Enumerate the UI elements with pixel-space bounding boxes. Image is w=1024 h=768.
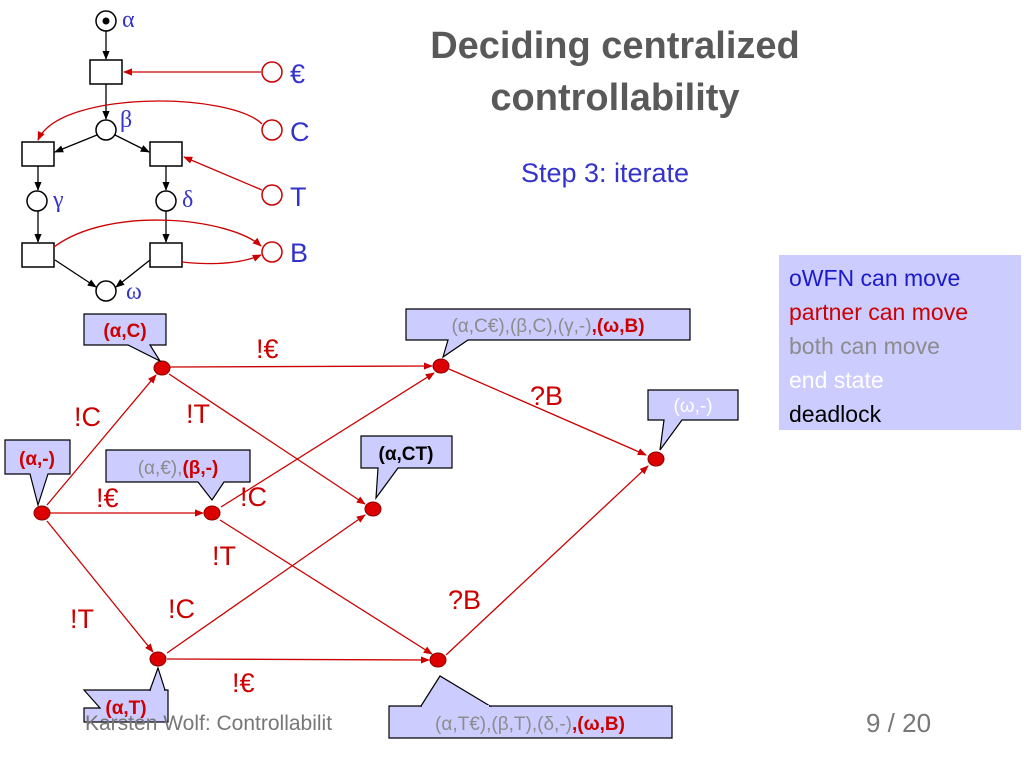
interface-place-t (261, 184, 283, 206)
edge-label-start-alpha-t: !T (70, 604, 94, 634)
edge-label-start-alpha-euro: !€ (96, 483, 119, 513)
callout-alpha-teuro-text-part2: ,(ω,B) (572, 714, 625, 735)
legend-item-end-state: end state (789, 367, 884, 393)
label-interface-c: C (290, 117, 310, 147)
state-node-alpha-ceuro (432, 358, 450, 374)
legend-item-partner: partner can move (789, 299, 968, 325)
edge-label-alpha-t-ct: !C (168, 594, 195, 624)
interface-place-b (261, 241, 283, 263)
place-gamma (26, 190, 48, 212)
state-node-alpha-euro (203, 505, 221, 521)
legend-item-both: both can move (789, 333, 940, 359)
edge-label-alpha-c-ceuro: !€ (256, 334, 279, 364)
callout-alpha-euro-text-part2: (β,-) (182, 458, 218, 479)
label-gamma: γ (52, 187, 64, 213)
transition-t2 (21, 141, 55, 167)
label-interface-t: T (290, 182, 307, 212)
callout-alpha-t: (α,T) (82, 666, 169, 723)
transition-t1 (89, 59, 123, 85)
edge-label-ceuro-omega: ?B (530, 381, 563, 411)
label-alpha: α (122, 7, 135, 33)
edge-label-alpha-t-teuro: !€ (232, 668, 255, 698)
slide-title-line-2: controllability (490, 77, 740, 119)
slide-title-line-1: Deciding centralized (430, 25, 800, 67)
callout-alpha-ceuro-text: (α,C€),(β,C),(γ,-),(ω,B) (451, 316, 644, 337)
callout-omega: (ω,-) (647, 389, 739, 451)
callout-omega-text: (ω,-) (673, 396, 712, 417)
token-alpha (102, 17, 110, 25)
callout-alpha-teuro: (α,T€),(β,T),(δ,-),(ω,B) (388, 675, 673, 739)
state-node-alpha-teuro (429, 652, 447, 668)
legend-box: oWFN can move partner can move both can … (779, 255, 1021, 430)
transition-t4 (21, 242, 55, 268)
label-interface-b: B (290, 238, 308, 268)
label-omega: ω (126, 279, 142, 305)
callout-alpha-euro: (α,€),(β,-) (105, 449, 251, 502)
callout-start: (α,-) (4, 439, 71, 508)
net-arcs (34, 31, 170, 288)
callout-alpha-ceuro-text-part1: (α,C€),(β,C),(γ,-) (451, 316, 591, 337)
state-node-omega (647, 451, 665, 467)
callout-alpha-ct-text: (α,CT) (379, 444, 434, 465)
callout-alpha-ct: (α,CT) (360, 435, 453, 501)
interface-place-euro (261, 61, 283, 83)
transition-t3 (149, 141, 183, 167)
label-delta: δ (182, 187, 193, 213)
callout-start-text: (α,-) (19, 449, 55, 470)
edge-label-alpha-c-ct: !T (186, 399, 210, 429)
callout-alpha-euro-text: (α,€),(β,-) (138, 458, 219, 479)
state-node-alpha-c (153, 360, 171, 376)
callout-alpha-ceuro: (α,C€),(β,C),(γ,-),(ω,B) (405, 308, 691, 359)
label-interface-euro: € (290, 59, 305, 89)
label-beta: β (120, 107, 132, 133)
callout-alpha-c-text: (α,C) (103, 321, 146, 342)
callout-alpha-teuro-text-part1: (α,T€),(β,T),(δ,-) (435, 714, 572, 735)
page-number: 9 / 20 (866, 708, 932, 738)
petri-net: α β γ δ ω € C T B (21, 7, 310, 305)
graph-edge-labels: !C !€ !T !€ !T !C !T !C !€ ?B ?B (70, 334, 563, 698)
slide-title: Deciding centralized controllability (385, 20, 845, 124)
footer-author: Karsten Wolf: Controllabilit (85, 712, 333, 735)
edge-label-teuro-omega: ?B (448, 585, 481, 615)
legend-item-deadlock: deadlock (789, 401, 882, 427)
state-node-alpha-t (149, 651, 167, 667)
graph-edges (46, 362, 649, 664)
place-beta (95, 119, 117, 141)
slide-subtitle: Step 3: iterate (520, 158, 690, 188)
callout-alpha-teuro-text: (α,T€),(β,T),(δ,-),(ω,B) (435, 714, 625, 735)
callout-alpha-c: (α,C) (83, 313, 167, 363)
place-omega (95, 280, 117, 302)
controller-graph: (α,-) (α,C) (α,€),(β,-) (α,CT) (α,T) (4, 308, 739, 739)
state-node-start (33, 505, 51, 521)
edge-label-alpha-euro-ceuro: !C (240, 482, 267, 512)
legend-item-owfn: oWFN can move (789, 265, 961, 291)
edge-label-start-alpha-c: !C (74, 402, 101, 432)
state-node-alpha-ct (364, 501, 382, 517)
transition-t5 (149, 242, 183, 268)
callout-alpha-ceuro-text-part2: ,(ω,B) (592, 316, 645, 337)
callout-alpha-euro-text-part1: (α,€), (138, 458, 183, 479)
edge-label-alpha-euro-teuro: !T (212, 541, 236, 571)
place-delta (155, 190, 177, 212)
interface-arcs (37, 68, 263, 265)
interface-place-c (261, 119, 283, 141)
callout-alpha-t-text: (α,T) (105, 698, 146, 719)
